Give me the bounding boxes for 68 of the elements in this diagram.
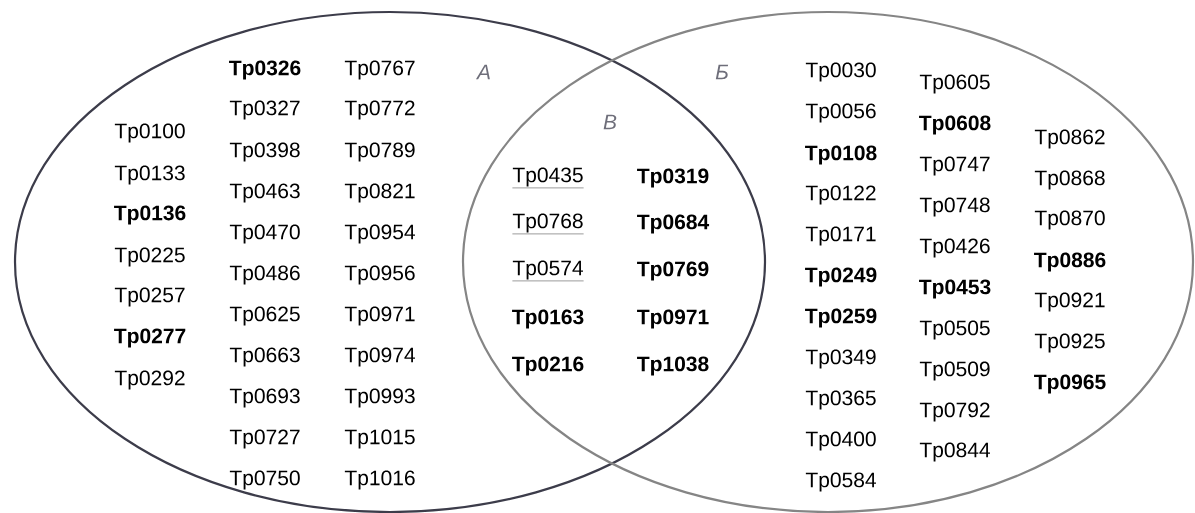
gene-label: Tp0821 — [344, 183, 415, 203]
gene-label: Tp0993 — [344, 388, 415, 408]
gene-label: Tp0954 — [344, 224, 415, 244]
gene-label: Tp0584 — [805, 472, 876, 492]
gene-label: Tp0426 — [919, 238, 990, 258]
gene-label: Tp0769 — [637, 261, 709, 281]
gene-label: Tp0625 — [229, 306, 300, 326]
gene-label: Tp0171 — [805, 226, 876, 246]
gene-label: Tp0792 — [919, 402, 990, 422]
gene-label: Tp0349 — [805, 349, 876, 369]
gene-label: Tp0971 — [344, 306, 415, 326]
gene-label: Tp0605 — [919, 74, 990, 94]
gene-label: Tp0574 — [512, 260, 584, 282]
gene-label: Tp0925 — [1034, 333, 1105, 353]
region-label: В — [603, 114, 617, 130]
gene-label: Tp0870 — [1034, 210, 1105, 230]
gene-label: Tp0453 — [919, 279, 991, 299]
gene-label: Tp0463 — [229, 183, 300, 203]
gene-label: Tp0122 — [805, 185, 876, 205]
gene-label: Tp0030 — [805, 62, 876, 82]
gene-label: Tp0684 — [637, 214, 710, 234]
gene-label: Tp0326 — [229, 60, 301, 80]
gene-label: Tp0862 — [1034, 129, 1105, 149]
gene-label: Tp0400 — [805, 431, 876, 451]
gene-label: Tp0974 — [344, 347, 415, 367]
gene-label: Tp0693 — [229, 388, 300, 408]
gene-label: Tp0100 — [114, 123, 185, 143]
gene-label: Tp0470 — [229, 224, 300, 244]
gene-label: Tp0163 — [512, 309, 584, 329]
gene-label: Tp0136 — [114, 205, 186, 225]
gene-label: Tp0747 — [919, 156, 990, 176]
gene-label: Tp0292 — [114, 370, 185, 390]
gene-label: Tp0133 — [114, 165, 185, 185]
gene-label: Tp0486 — [229, 265, 300, 285]
gene-label: Tp0365 — [805, 390, 876, 410]
gene-label: Tp0398 — [229, 142, 300, 162]
gene-label: Tp0921 — [1034, 292, 1105, 312]
gene-label: Tp0277 — [114, 328, 186, 348]
gene-label: Tp0956 — [344, 265, 415, 285]
gene-label: Tp0844 — [919, 442, 990, 462]
gene-label: Tp0748 — [919, 197, 990, 217]
gene-label: Tp0435 — [512, 167, 584, 189]
gene-label: Tp1016 — [344, 470, 415, 490]
gene-label: Tp0768 — [512, 213, 584, 235]
gene-label: Tp0327 — [229, 100, 300, 120]
gene-label: Tp0971 — [637, 309, 709, 329]
gene-label: Tp0608 — [919, 115, 991, 135]
gene-label: Tp0789 — [344, 142, 415, 162]
gene-label: Tp0056 — [805, 103, 876, 123]
gene-label: Tp0965 — [1034, 374, 1106, 394]
gene-label: Tp0108 — [805, 145, 877, 165]
gene-label: Tp0509 — [919, 361, 990, 381]
gene-label: Tp0249 — [805, 267, 877, 287]
gene-label: Tp0750 — [229, 470, 300, 490]
gene-label: Tp0868 — [1034, 170, 1105, 190]
gene-label: Tp0225 — [114, 247, 185, 267]
gene-label: Tp0772 — [344, 100, 415, 120]
gene-label: Tp0257 — [114, 287, 185, 307]
gene-label: Tp0886 — [1034, 252, 1106, 272]
gene-label: Tp0259 — [805, 308, 877, 328]
gene-label: Tp0663 — [229, 347, 300, 367]
gene-label: Tp0319 — [637, 168, 709, 188]
gene-label: Tp1015 — [344, 429, 415, 449]
gene-label: Tp0727 — [229, 429, 300, 449]
gene-label: Tp0767 — [344, 60, 415, 80]
gene-label: Tp1038 — [637, 356, 709, 376]
gene-label: Tp0505 — [919, 320, 990, 340]
gene-label: Tp0216 — [512, 356, 584, 376]
